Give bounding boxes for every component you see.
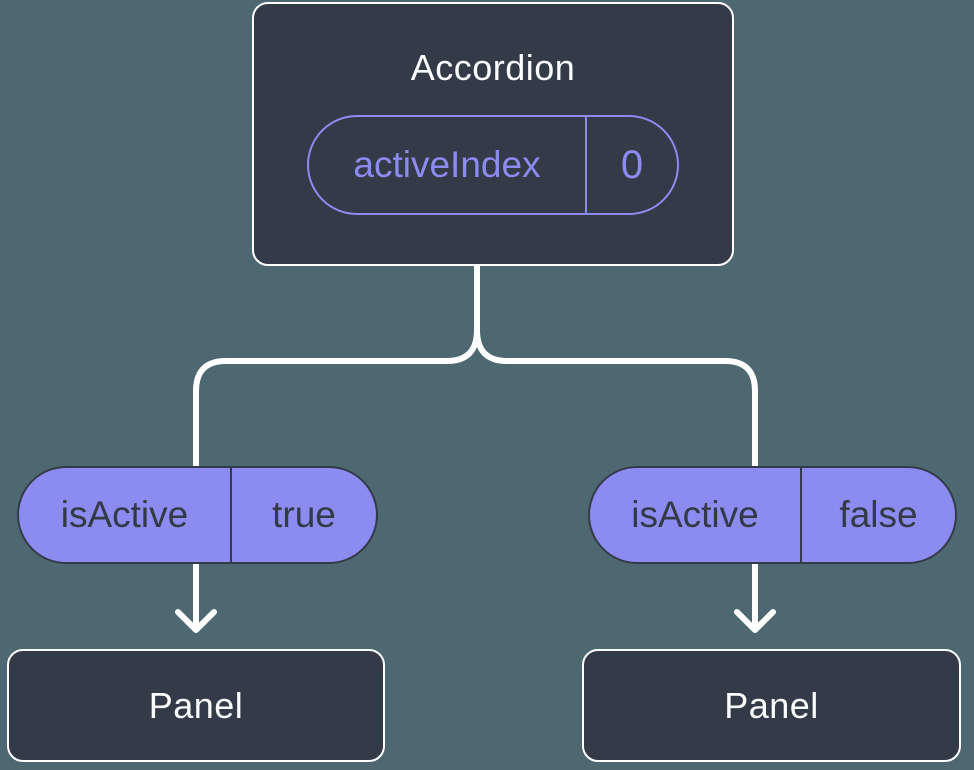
arrow-right-head-icon: [734, 609, 776, 633]
accordion-node-title: Accordion: [410, 47, 576, 88]
prop-pill-left-label: isActive: [19, 468, 232, 562]
panel-node-right-title: Panel: [724, 684, 819, 726]
prop-pill-right-label: isActive: [590, 468, 802, 562]
connector-right-branch: [474, 261, 758, 470]
prop-pill-left-value: true: [272, 494, 336, 535]
panel-node-right: Panel: [582, 649, 961, 762]
arrow-left-head-icon: [175, 609, 217, 633]
prop-pill-right: isActive false: [588, 466, 957, 564]
connector-left-branch: [193, 261, 480, 470]
prop-pill-left: isActive true: [17, 466, 378, 564]
state-pill: activeIndex 0: [307, 115, 679, 215]
panel-node-left-title: Panel: [148, 684, 244, 726]
prop-pill-right-value: false: [839, 494, 918, 535]
state-pill-label: activeIndex: [309, 117, 587, 213]
accordion-node: Accordion activeIndex 0: [252, 2, 734, 266]
panel-node-left: Panel: [7, 649, 385, 762]
state-pill-value: 0: [620, 142, 644, 187]
